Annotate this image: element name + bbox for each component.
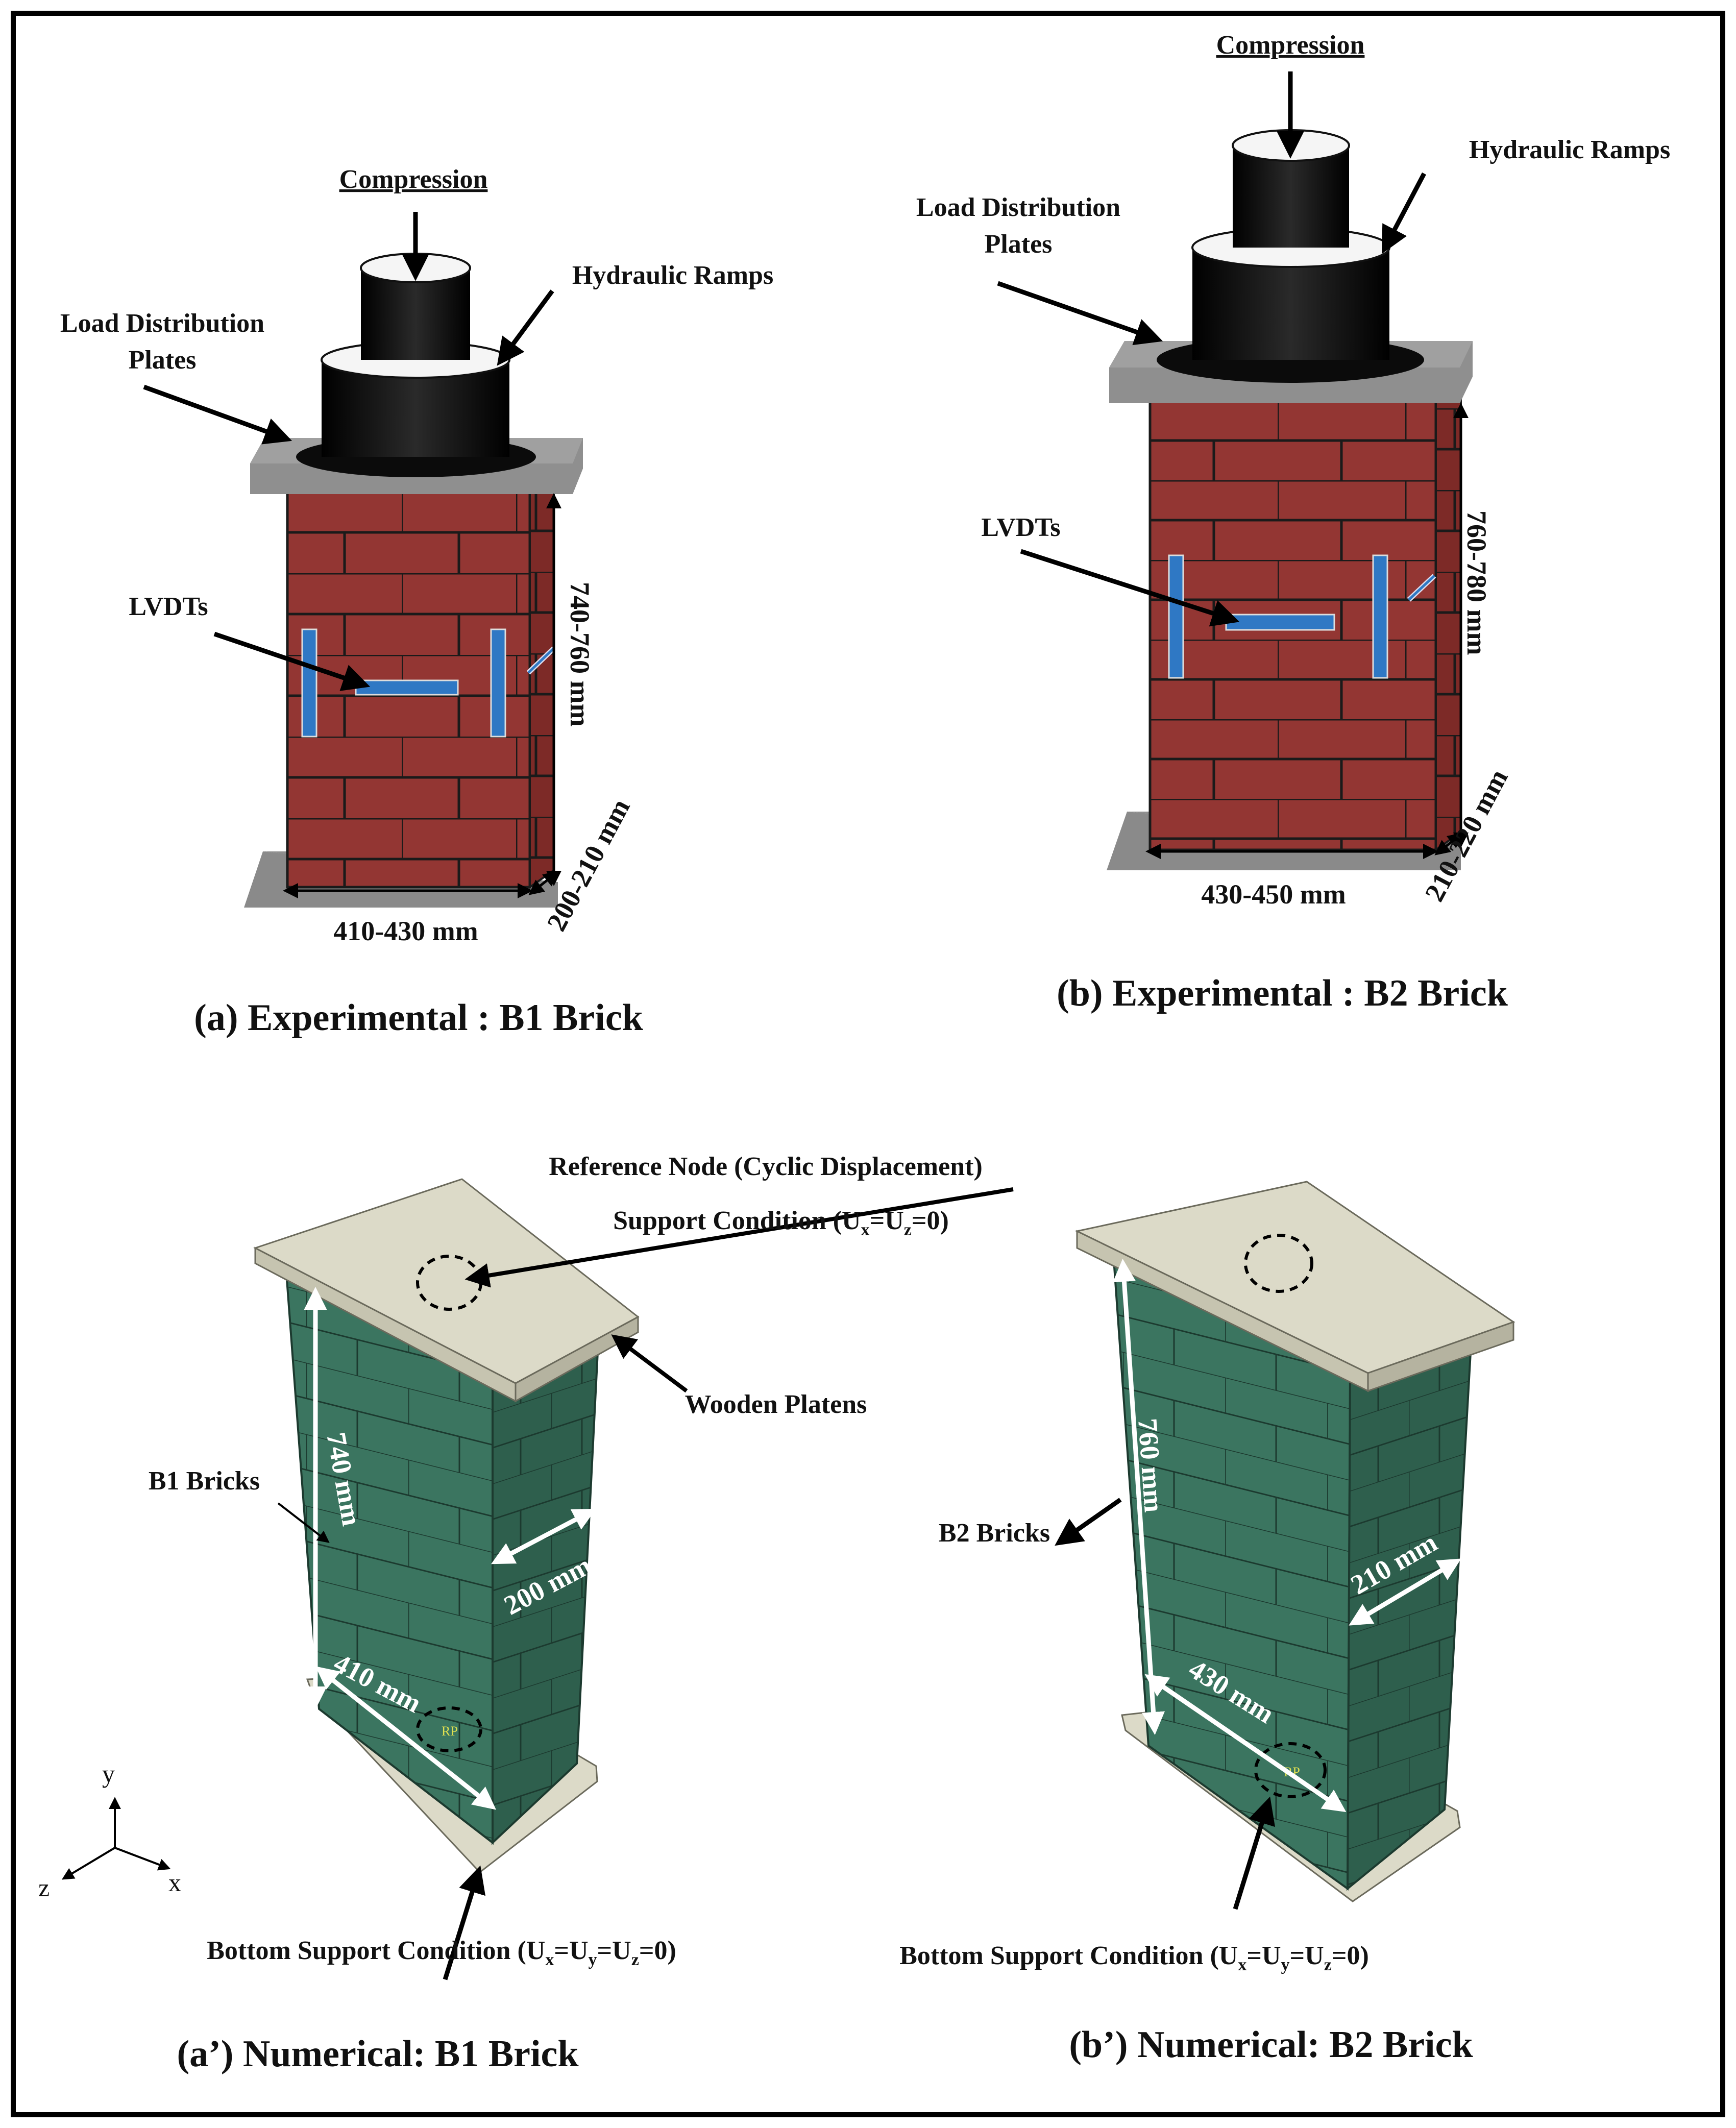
brick-column-side xyxy=(1435,382,1462,852)
height-dim-label: 740-760 mm xyxy=(565,582,595,726)
lvdt-horizontal xyxy=(355,679,459,696)
lvdt-left xyxy=(1168,554,1184,679)
brick-column-side xyxy=(529,472,555,889)
caption-b: (b) Experimental : B2 Brick xyxy=(1057,972,1508,1014)
load-dist-label-2: Plates xyxy=(985,230,1053,259)
hydraulic-ram xyxy=(1233,145,1349,248)
bottom-rp-marker: RP xyxy=(442,1724,458,1739)
lvdts-label: LVDTs xyxy=(981,513,1060,542)
load-dist-label-2: Plates xyxy=(129,346,197,375)
b1-bricks-label: B1 Bricks xyxy=(149,1466,260,1496)
support-condition-label: Support Condition (Ux=Uz=0) xyxy=(613,1206,949,1239)
lvdt-right xyxy=(490,628,506,738)
compression-label: Compression xyxy=(1216,31,1365,60)
axis-x-label: x xyxy=(168,1868,181,1897)
lvdt-right xyxy=(1372,554,1388,679)
lvdt-horizontal xyxy=(1225,614,1335,631)
width-dim-label: 430-450 mm xyxy=(1201,879,1346,910)
bottom-support-label: Bottom Support Condition (Ux=Uy=Uz=0) xyxy=(207,1936,676,1969)
bottom-support-label: Bottom Support Condition (Ux=Uy=Uz=0) xyxy=(899,1941,1369,1974)
axis-z-label: z xyxy=(38,1873,50,1902)
panel-a: Compression Hydraulic Ramps Load Distrib… xyxy=(60,165,773,1039)
lvdts-label: LVDTs xyxy=(129,592,208,621)
axis-y-label: y xyxy=(102,1759,115,1788)
axis-triad: y x z xyxy=(38,1759,181,1902)
hydraulic-label: Hydraulic Ramps xyxy=(1469,135,1670,164)
panel-b-prime: RP B2 Bricks 760 mm 210 mm 430 mm Bottom… xyxy=(899,1181,1515,2066)
b2-bricks-label: B2 Bricks xyxy=(939,1519,1050,1548)
figure-border xyxy=(11,11,1725,2117)
compression-label: Compression xyxy=(339,165,488,194)
load-dist-label-1: Load Distribution xyxy=(916,193,1120,222)
height-dim-label: 760 mm xyxy=(1132,1417,1169,1513)
width-dim-label: 410-430 mm xyxy=(333,916,478,946)
caption-b-prime: (b’) Numerical: B2 Brick xyxy=(1069,2024,1473,2066)
reference-node-label: Reference Node (Cyclic Displacement) xyxy=(549,1152,983,1181)
lvdt-left xyxy=(301,628,317,738)
caption-a: (a) Experimental : B1 Brick xyxy=(194,997,643,1039)
height-dim-label: 760-780 mm xyxy=(1461,510,1492,655)
wooden-platens-label: Wooden Platens xyxy=(685,1390,867,1419)
caption-a-prime: (a’) Numerical: B1 Brick xyxy=(177,2033,579,2075)
hydraulic-label: Hydraulic Ramps xyxy=(572,261,773,290)
reference-node-circle xyxy=(1244,1234,1313,1293)
load-dist-label-1: Load Distribution xyxy=(60,309,264,338)
panel-a-prime: RP y x z Reference Node (Cyclic Displace… xyxy=(38,1152,1014,2075)
